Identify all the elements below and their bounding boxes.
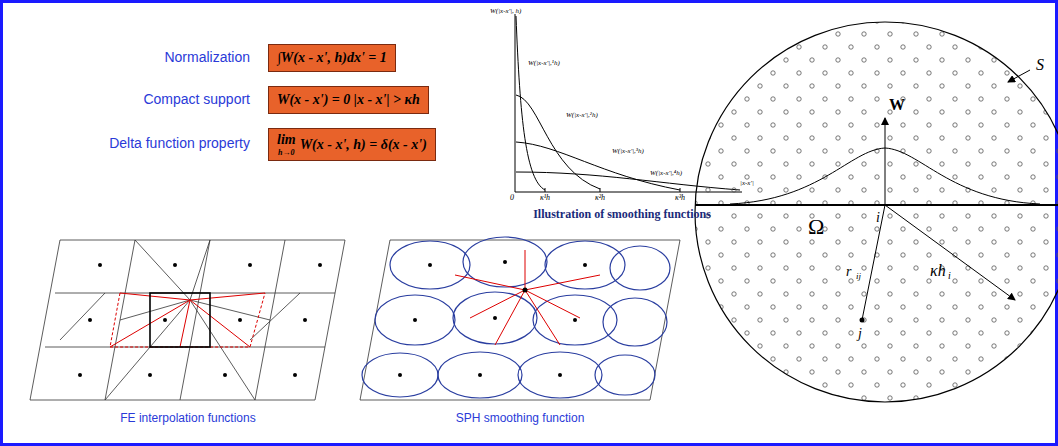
label-text: W(|x-x'|,¹h) (528, 60, 560, 68)
formula-text: h→0 (278, 148, 294, 157)
label-text: j (858, 326, 862, 341)
label-text: W(|x-x'|,⁴h) (650, 170, 682, 178)
formula-text: W(x - x') = 0 |x - x'| > κh (277, 92, 420, 108)
formula-text: W(x - x', h) = δ(x - x') (300, 137, 427, 153)
label-text: W(|x-x'|, h) (490, 8, 521, 16)
label-text: W(|x-x'|,³h) (612, 148, 644, 156)
label-text: SPH smoothing function (456, 412, 585, 425)
label-text: S (1036, 56, 1044, 74)
formula-box: limh→0W(x - x', h) = δ(x - x') (268, 128, 436, 161)
label-text: i (948, 270, 951, 281)
label-text: W(|x-x'|,²h) (566, 112, 598, 120)
label-text: κ³h (675, 194, 685, 203)
label-text: 0 (510, 194, 514, 203)
label-text: Compact support (143, 92, 250, 107)
label-text: |x-x'| (740, 180, 754, 188)
label-text: FE interpolation functions (120, 412, 255, 425)
formula-text: ∫W(x - x', h)dx' = 1 (277, 50, 387, 66)
limit-stack: limh→0 (277, 132, 296, 157)
label-text: ij (856, 272, 861, 282)
label-text: Ω (808, 215, 824, 239)
label-text: κh (930, 262, 946, 280)
formula-text: lim (277, 132, 296, 148)
formula-box: ∫W(x - x', h)dx' = 1 (268, 44, 396, 72)
label-text: κ²h (595, 194, 605, 203)
label-text: κ¹h (540, 194, 550, 203)
label-text: Normalization (164, 50, 250, 65)
formula-box: W(x - x') = 0 |x - x'| > κh (268, 86, 429, 114)
label-text: Illustration of smoothing functions (533, 208, 711, 221)
label-text: W (889, 96, 905, 114)
label-text: Delta function property (109, 136, 250, 151)
label-text: i (876, 210, 880, 225)
label-text: r (846, 264, 851, 279)
